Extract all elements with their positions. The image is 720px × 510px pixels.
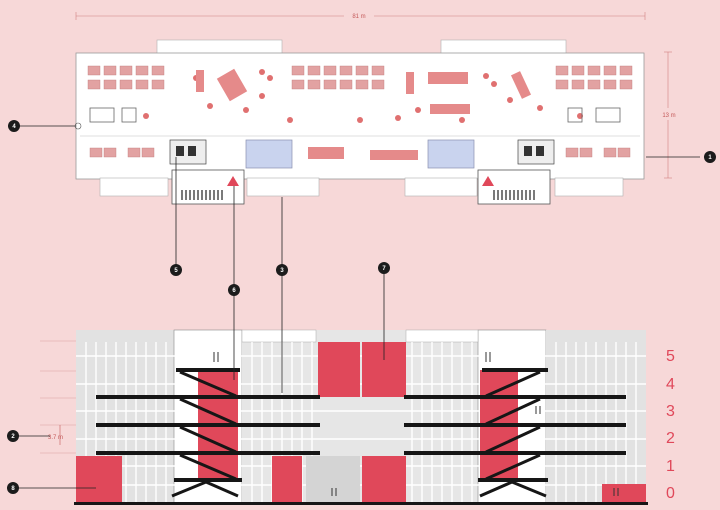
lounge-table [216, 68, 248, 102]
svg-text:6: 6 [232, 288, 236, 294]
callout-1: 1 [704, 151, 716, 163]
svg-text:3: 3 [280, 268, 284, 274]
svg-text:8: 8 [11, 486, 15, 492]
entrance-arrow-east [482, 176, 494, 186]
depth-dimension-label: 13 m [662, 113, 675, 119]
floor-label: 3 [666, 403, 675, 420]
svg-text:4: 4 [12, 124, 16, 130]
svg-text:7: 7 [382, 266, 386, 272]
stair-core-west [171, 169, 245, 205]
floor-label: 2 [666, 430, 675, 447]
svg-text:2: 2 [11, 434, 15, 440]
floor-plan: 81 m 13 m [75, 10, 679, 205]
floor-label: 1 [666, 458, 675, 475]
callout-4: 4 [8, 120, 20, 132]
width-dimension-label: 81 m [352, 14, 365, 20]
entrance-arrow-west [227, 176, 239, 186]
callouts: 1 2 3 4 5 6 7 8 [7, 120, 716, 494]
conference-table [428, 72, 468, 84]
stairs-east [479, 370, 547, 498]
callout-6: 6 [228, 284, 240, 296]
floor-slabs [74, 368, 648, 506]
stair-core-east [477, 169, 551, 205]
svg-text:1: 1 [708, 155, 712, 161]
floor-label: 4 [666, 376, 675, 393]
floor-label: 0 [666, 485, 675, 502]
desk-cluster [89, 147, 631, 158]
conference-table [308, 147, 344, 159]
callout-2: 2 [7, 430, 19, 442]
svg-text:5: 5 [174, 268, 178, 274]
sofa-group [89, 107, 621, 123]
desk-cluster [87, 65, 633, 90]
callout-3: 3 [276, 264, 288, 276]
building-section: 3.7 m [40, 329, 675, 506]
callout-7: 7 [378, 262, 390, 274]
callout-8: 8 [7, 482, 19, 494]
conference-table [370, 150, 418, 160]
elevator-symbols [213, 352, 619, 496]
floor-height-label: 3.7 m [48, 435, 63, 441]
glass-room-west [245, 139, 293, 169]
stairs-west [171, 370, 239, 498]
glass-room-east [427, 139, 475, 169]
conference-table [430, 104, 470, 114]
floor-level-labels: 5 4 3 2 1 0 [666, 348, 675, 502]
callout-5: 5 [170, 264, 182, 276]
floor-label: 5 [666, 348, 675, 365]
